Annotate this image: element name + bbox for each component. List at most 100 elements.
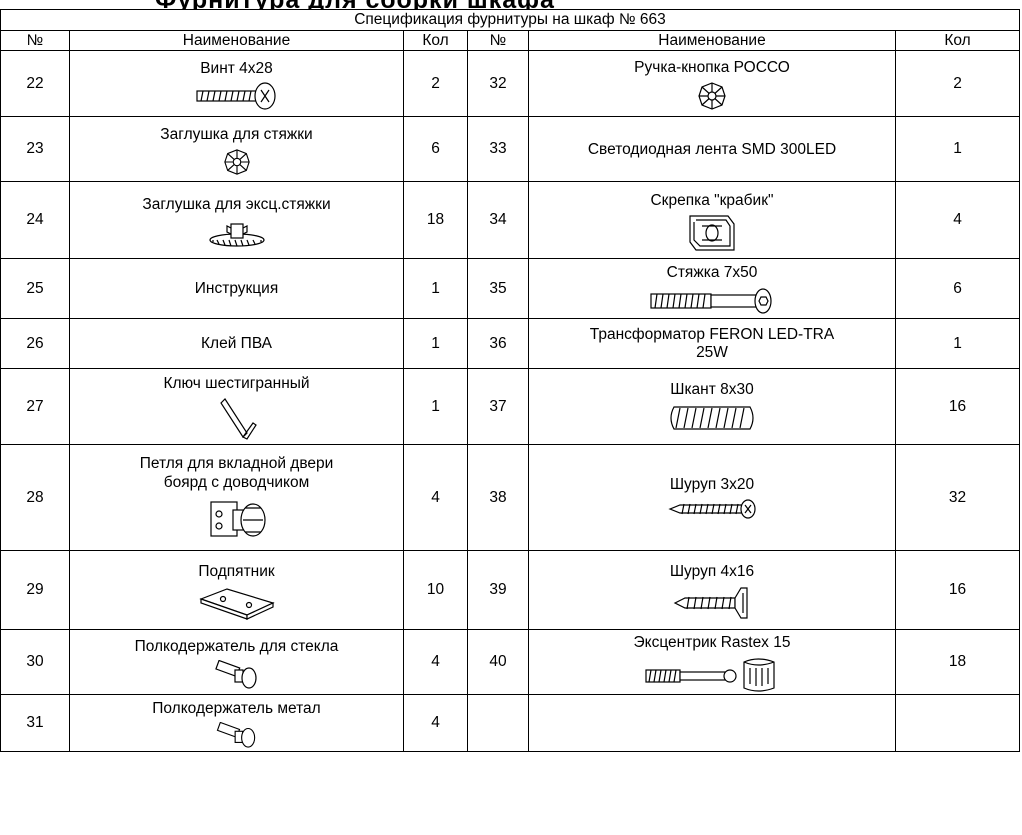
table-row: 27 Ключ шестигранный 1 37 Шкант 8х30 16 (0, 368, 1020, 445)
item-name-cell: Стяжка 7х50 (528, 258, 896, 319)
item-name-line1: Трансформатор FERON LED-TRA (589, 325, 835, 343)
item-qty: 16 (895, 550, 1020, 630)
item-qty: 16 (895, 368, 1020, 445)
item-name: Полкодержатель метал (152, 699, 321, 717)
shelf-support-icon (214, 659, 257, 689)
item-name-cell: Ключ шестигранный (69, 368, 404, 445)
item-num: 38 (467, 444, 529, 551)
item-num: 33 (467, 116, 529, 182)
item-name-cell: Шкант 8х30 (528, 368, 896, 445)
cap-icon (223, 148, 250, 175)
table-row: 26 Клей ПВА 1 36 Трансформатор FERON LED… (0, 318, 1020, 369)
item-name: Шуруп 3х20 (669, 476, 755, 493)
item-name-cell: Ручка-кнопка РОССО (528, 50, 896, 117)
shelf-support-icon (216, 721, 255, 748)
table-row: 29 Подпятник 10 39 Шуруп 4х16 16 (0, 550, 1020, 630)
item-num: 36 (467, 318, 529, 369)
item-name-line1: Петля для вкладной двери (139, 454, 334, 472)
header-num-left: № (0, 30, 70, 51)
item-qty: 1 (895, 116, 1020, 182)
item-name: Стяжка 7х50 (666, 264, 758, 281)
empty-cell (895, 694, 1020, 752)
item-qty: 6 (895, 258, 1020, 319)
item-qty: 1 (403, 318, 468, 369)
item-name-cell: Шуруп 3х20 (528, 444, 896, 551)
item-qty: 2 (895, 50, 1020, 117)
item-qty: 1 (403, 368, 468, 445)
item-num: 29 (0, 550, 70, 630)
item-name: Заглушка для стяжки (160, 125, 313, 143)
item-name-cell: Эксцентрик Rastex 15 (528, 629, 896, 695)
item-name-line2: 25W (696, 343, 728, 361)
item-num: 34 (467, 181, 529, 259)
wood-screw-icon (673, 586, 748, 619)
item-name-cell: Полкодержатель для стекла (69, 629, 404, 695)
item-num: 26 (0, 318, 70, 369)
item-name: Светодиодная лента SMD 300LED (587, 140, 837, 158)
item-num: 23 (0, 116, 70, 182)
item-num: 28 (0, 444, 70, 551)
item-name-cell: Полкодержатель метал (69, 694, 404, 752)
table-row: 28 Петля для вкладной двери боярд с дово… (0, 444, 1020, 551)
item-name: Шуруп 4х16 (669, 562, 755, 580)
item-name: Скрепка "крабик" (650, 191, 774, 209)
table-row: 25 Инструкция 1 35 Стяжка 7х50 6 (0, 258, 1020, 319)
item-name-cell: Светодиодная лента SMD 300LED (528, 116, 896, 182)
item-name: Инструкция (194, 280, 279, 297)
empty-cell (528, 694, 896, 752)
table-header-row: № Наименование Кол № Наименование Кол (0, 30, 1020, 51)
header-name-right: Наименование (528, 30, 896, 51)
item-name: Полкодержатель для стекла (134, 637, 339, 655)
item-num: 22 (0, 50, 70, 117)
item-qty: 4 (403, 694, 468, 752)
item-name-cell: Петля для вкладной двери боярд с доводчи… (69, 444, 404, 551)
item-qty: 6 (403, 116, 468, 182)
hinge-icon (209, 500, 266, 537)
hex-key-icon (219, 398, 257, 440)
item-num: 24 (0, 181, 70, 259)
item-qty: 1 (403, 258, 468, 319)
item-name: Эксцентрик Rastex 15 (633, 633, 791, 651)
clip-icon (689, 214, 735, 251)
eccentric-cap-icon (208, 222, 265, 247)
item-num: 39 (467, 550, 529, 630)
item-name-cell: Подпятник (69, 550, 404, 630)
item-num: 31 (0, 694, 70, 752)
item-name-line2: боярд с доводчиком (163, 473, 310, 491)
item-name: Заглушка для эксц.стяжки (142, 195, 331, 213)
wood-screw-icon (668, 499, 756, 519)
item-num: 37 (467, 368, 529, 445)
confirmat-icon (650, 288, 772, 314)
item-qty: 32 (895, 444, 1020, 551)
header-name-left: Наименование (69, 30, 404, 51)
item-name-cell: Заглушка для стяжки (69, 116, 404, 182)
item-name-cell: Заглушка для эксц.стяжки (69, 181, 404, 259)
page-heading: Фурнитура для сборки шкафа (155, 0, 555, 10)
dowel-icon (670, 406, 754, 430)
item-num: 35 (467, 258, 529, 319)
item-name: Подпятник (198, 562, 275, 580)
header-qty-left: Кол (403, 30, 468, 51)
screw-icon (195, 82, 276, 110)
hardware-spec-table: Спецификация фурнитуры на шкаф № 663 № Н… (0, 9, 1020, 752)
item-num: 27 (0, 368, 70, 445)
item-name-cell: Скрепка "крабик" (528, 181, 896, 259)
table-row: 23 Заглушка для стяжки 6 33 Светодиодная… (0, 116, 1020, 182)
item-qty: 4 (403, 629, 468, 695)
knob-icon (698, 82, 726, 110)
table-row: 24 Заглушка для эксц.стяжки 18 34 Скрепк… (0, 181, 1020, 259)
item-name: Ручка-кнопка РОССО (634, 59, 790, 76)
table-row: 30 Полкодержатель для стекла 4 40 Эксцен… (0, 629, 1020, 695)
item-qty: 2 (403, 50, 468, 117)
header-qty-right: Кол (895, 30, 1020, 51)
item-name-cell: Трансформатор FERON LED-TRA 25W (528, 318, 896, 369)
item-qty: 18 (895, 629, 1020, 695)
item-name-cell: Шуруп 4х16 (528, 550, 896, 630)
item-num: 30 (0, 629, 70, 695)
eccentric-icon (645, 657, 775, 692)
item-num: 32 (467, 50, 529, 117)
header-num-right: № (467, 30, 529, 51)
item-qty: 10 (403, 550, 468, 630)
item-name: Винт 4х28 (200, 60, 273, 77)
page-heading-clipped: Фурнитура для сборки шкафа (0, 0, 1022, 10)
